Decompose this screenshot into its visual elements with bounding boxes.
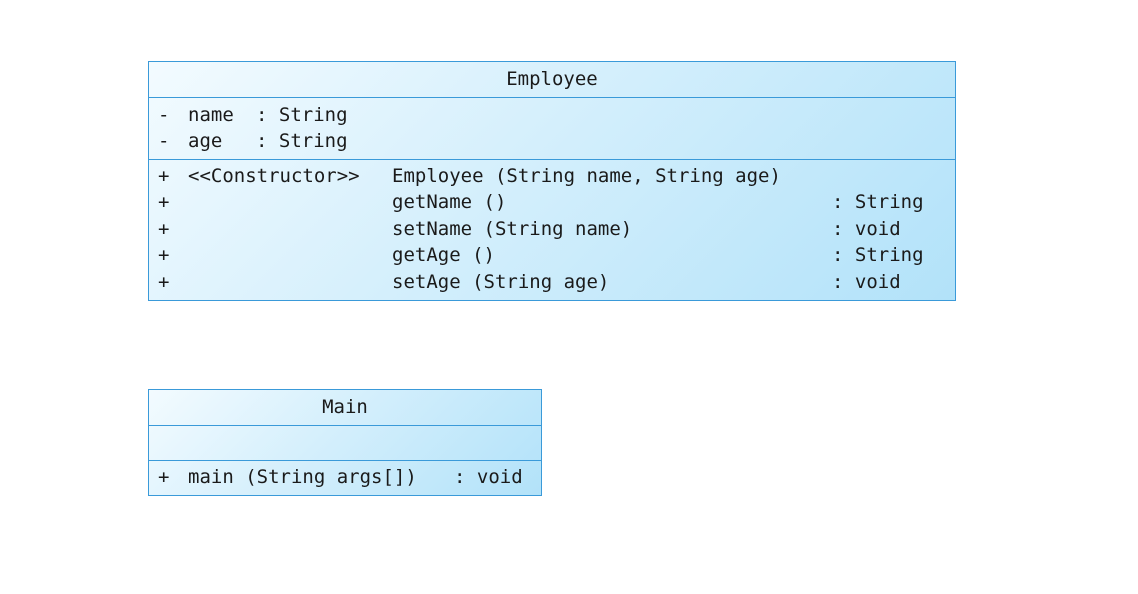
operation-return: : void <box>832 218 901 240</box>
class-name: Main <box>322 396 368 418</box>
visibility-public: + <box>158 191 170 213</box>
visibility-private: - <box>158 104 170 126</box>
class-employee[interactable]: Employee - name : String - age : String … <box>148 61 956 301</box>
visibility-public: + <box>158 165 170 187</box>
operations-compartment: + main (String args[]) : void <box>149 460 541 495</box>
operation-row[interactable]: + getAge () : String <box>149 242 924 268</box>
visibility-public: + <box>158 218 170 240</box>
operation-return: : void <box>454 466 523 488</box>
attribute-name: age <box>188 130 223 152</box>
attribute-type: : String <box>256 130 348 152</box>
operations-compartment: + <<Constructor>> Employee (String name,… <box>149 159 955 300</box>
attribute-row[interactable]: - name : String <box>149 102 348 128</box>
attributes-compartment <box>149 425 541 460</box>
operation-signature: Employee (String name, String age) <box>392 165 781 187</box>
visibility-public: + <box>158 466 170 488</box>
attribute-row[interactable]: - age : String <box>149 128 348 154</box>
operation-signature: main (String args[]) <box>188 466 417 488</box>
operation-signature: getAge () <box>392 244 495 266</box>
class-name-compartment: Employee <box>149 62 955 97</box>
operation-row[interactable]: + main (String args[]) : void <box>149 464 523 490</box>
operation-row[interactable]: + <<Constructor>> Employee (String name,… <box>149 163 781 189</box>
class-name-compartment: Main <box>149 390 541 425</box>
operation-signature: setAge (String age) <box>392 271 610 293</box>
operation-return: : void <box>832 271 901 293</box>
operation-signature: setName (String name) <box>392 218 633 240</box>
operation-return: : String <box>832 191 924 213</box>
attribute-type: : String <box>256 104 348 126</box>
operation-row[interactable]: + getName () : String <box>149 189 924 215</box>
operation-stereotype: <<Constructor>> <box>188 165 360 187</box>
attributes-compartment: - name : String - age : String <box>149 97 955 159</box>
operation-row[interactable]: + setAge (String age) : void <box>149 269 901 295</box>
visibility-private: - <box>158 130 170 152</box>
operation-return: : String <box>832 244 924 266</box>
attribute-name: name <box>188 104 234 126</box>
visibility-public: + <box>158 244 170 266</box>
operation-row[interactable]: + setName (String name) : void <box>149 216 901 242</box>
visibility-public: + <box>158 271 170 293</box>
operation-signature: getName () <box>392 191 507 213</box>
class-name: Employee <box>506 68 598 90</box>
class-main[interactable]: Main + main (String args[]) : void <box>148 389 542 496</box>
